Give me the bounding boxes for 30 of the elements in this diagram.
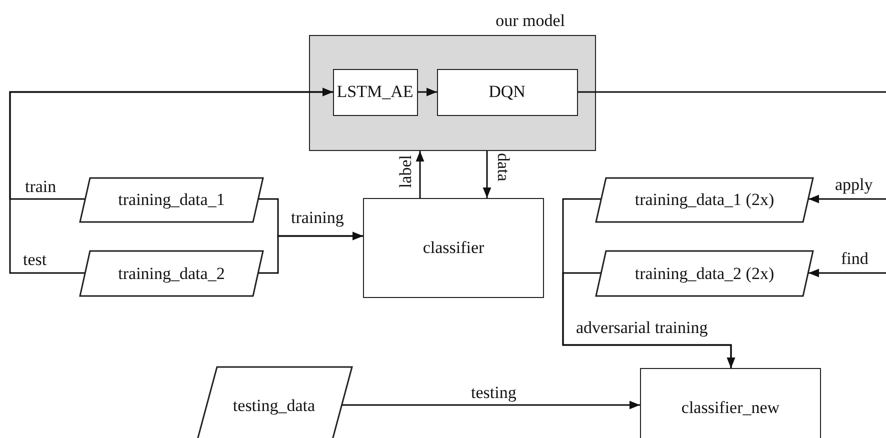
edge-label: apply: [834, 175, 874, 194]
arrow: [808, 194, 886, 204]
data-parallelogram: [595, 250, 814, 297]
data-parallelogram: [79, 177, 264, 223]
node-label: classifier: [422, 238, 484, 258]
process-box: [640, 368, 821, 438]
node-label: training_data_2 (2x): [634, 264, 774, 284]
arrow: [482, 151, 492, 198]
node-label: training_data_2: [118, 264, 225, 284]
node-label: LSTM_AE: [336, 82, 414, 102]
node-label: training_data_1: [118, 190, 225, 210]
data-parallelogram: [595, 177, 814, 223]
node-label: DQN: [488, 82, 526, 102]
data-parallelogram: [79, 250, 264, 297]
arrow: [9, 88, 333, 274]
group-title: our model: [496, 11, 565, 31]
arrow: [342, 400, 640, 410]
edge-label: adversarial training: [575, 318, 709, 337]
arrow: [258, 232, 363, 274]
node-label: classifier_new: [681, 398, 780, 418]
node-label: testing_data: [232, 396, 316, 416]
process-box: [436, 68, 578, 116]
process-box: [332, 68, 418, 116]
process-box: [363, 198, 544, 298]
arrow: [416, 151, 424, 198]
arrow: [418, 88, 437, 96]
arrow: [562, 272, 736, 368]
arrow: [808, 268, 886, 278]
node-label: training_data_1 (2x): [634, 190, 774, 210]
data-parallelogram: [195, 366, 353, 438]
